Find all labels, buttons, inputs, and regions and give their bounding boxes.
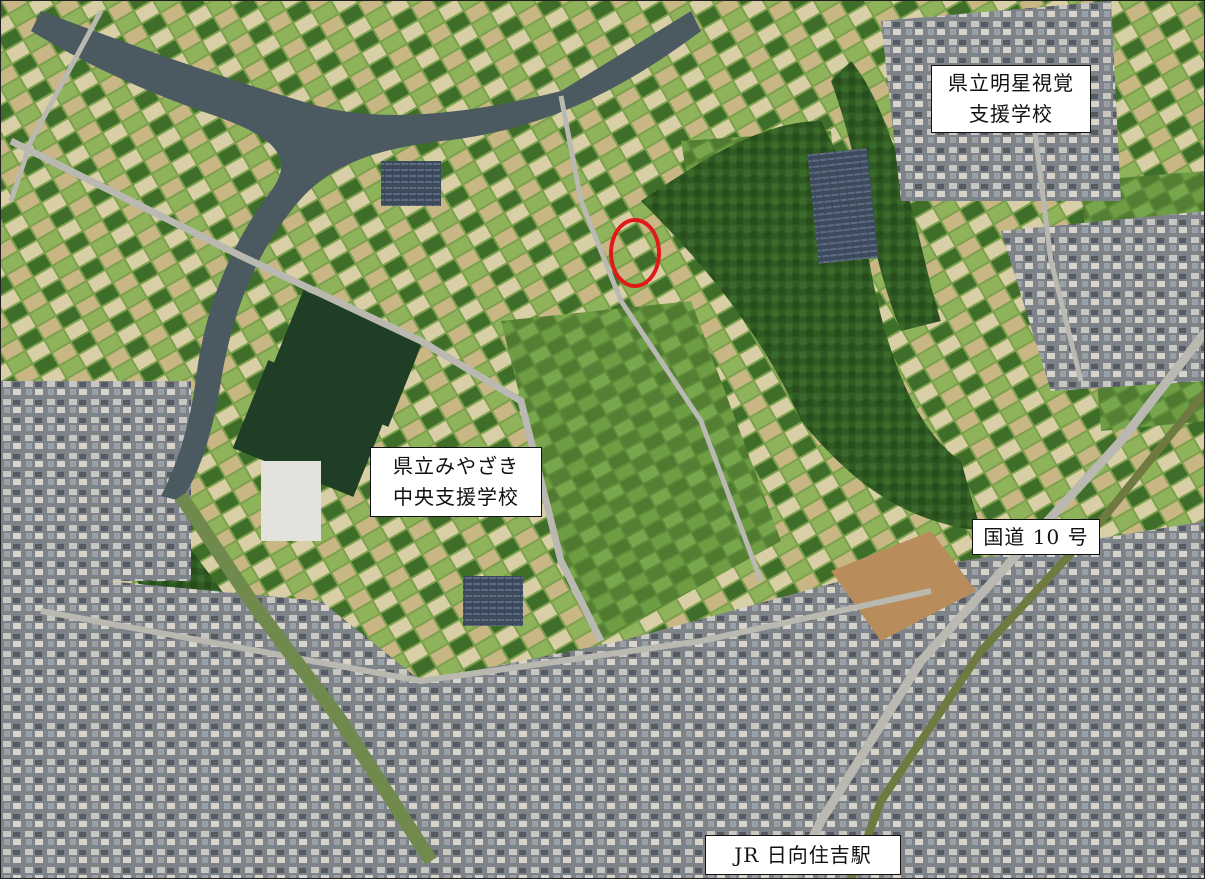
label-miyazaki-school: 県立みやざき 中央支援学校: [370, 447, 542, 517]
label-meisei-school-line2: 支援学校: [969, 102, 1053, 126]
location-marker-ellipse: [609, 218, 661, 288]
label-meisei-school: 県立明星視覚 支援学校: [931, 65, 1091, 133]
label-route-10: 国道 10 号: [972, 519, 1100, 555]
label-route-10-text: 国道 10 号: [983, 525, 1089, 549]
label-meisei-school-line1: 県立明星視覚: [948, 71, 1074, 95]
label-station-text: JR 日向住吉駅: [734, 843, 872, 867]
label-miyazaki-school-line1: 県立みやざき: [393, 454, 519, 478]
label-station: JR 日向住吉駅: [705, 835, 901, 875]
label-miyazaki-school-line2: 中央支援学校: [393, 485, 519, 509]
